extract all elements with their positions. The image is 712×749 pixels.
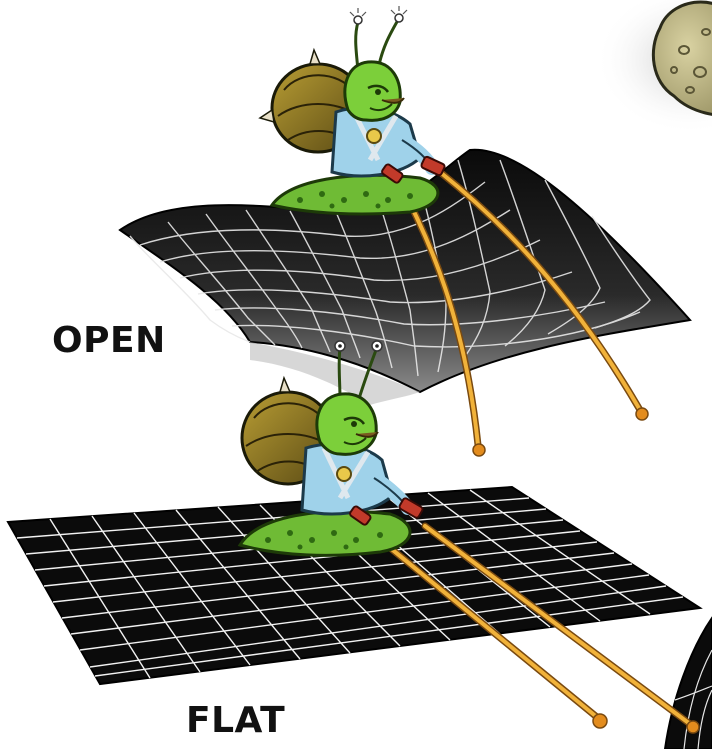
flat-geometry-label: FLAT <box>186 700 285 741</box>
open-geometry-label: OPEN <box>52 320 166 361</box>
asteroid-icon <box>595 0 712 135</box>
alien-snail-observer-icon <box>260 6 446 214</box>
